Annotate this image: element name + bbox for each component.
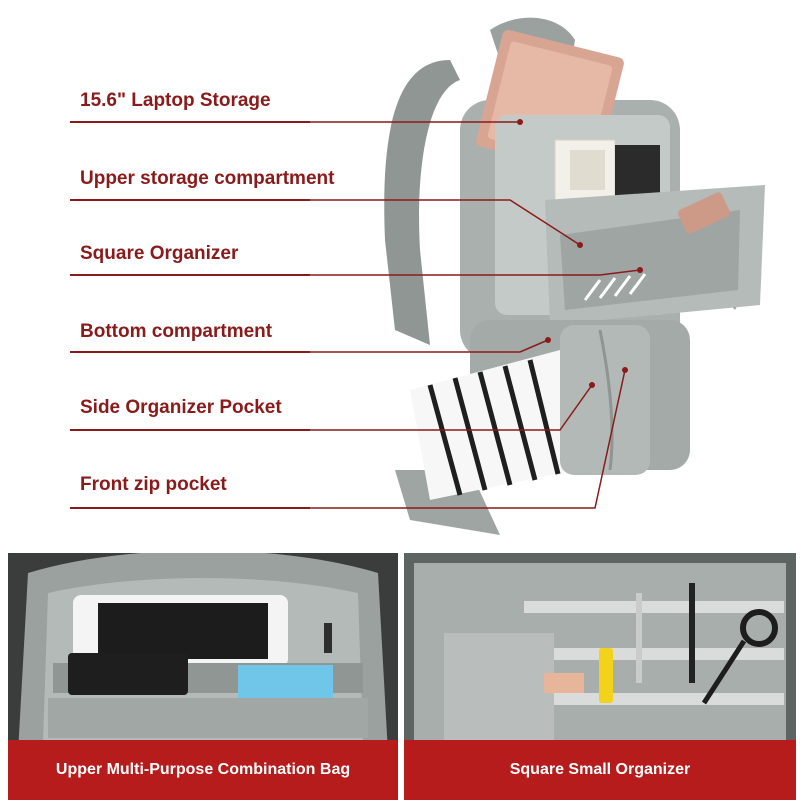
callout-rule xyxy=(70,351,310,353)
caption-banner: Square Small Organizer xyxy=(404,740,796,800)
callout-rule xyxy=(70,121,310,123)
callout-laptop-storage: 15.6" Laptop Storage xyxy=(80,90,271,111)
callout-upper-storage: Upper storage compartment xyxy=(80,168,335,189)
callout-rule xyxy=(70,429,310,431)
callout-rule xyxy=(70,507,310,509)
callout-side-organizer: Side Organizer Pocket xyxy=(80,397,282,418)
callout-rule xyxy=(70,199,310,201)
callout-rule xyxy=(70,274,310,276)
callout-square-organizer: Square Organizer xyxy=(80,243,239,264)
panel-upper-combination-bag: Upper Multi-Purpose Combination Bag xyxy=(8,553,398,800)
callout-bottom-compartment: Bottom compartment xyxy=(80,321,273,342)
callout-front-zip: Front zip pocket xyxy=(80,474,227,495)
caption-banner: Upper Multi-Purpose Combination Bag xyxy=(8,740,398,800)
panel-square-small-organizer: Square Small Organizer xyxy=(404,553,796,800)
backpack-illustration xyxy=(300,17,765,535)
